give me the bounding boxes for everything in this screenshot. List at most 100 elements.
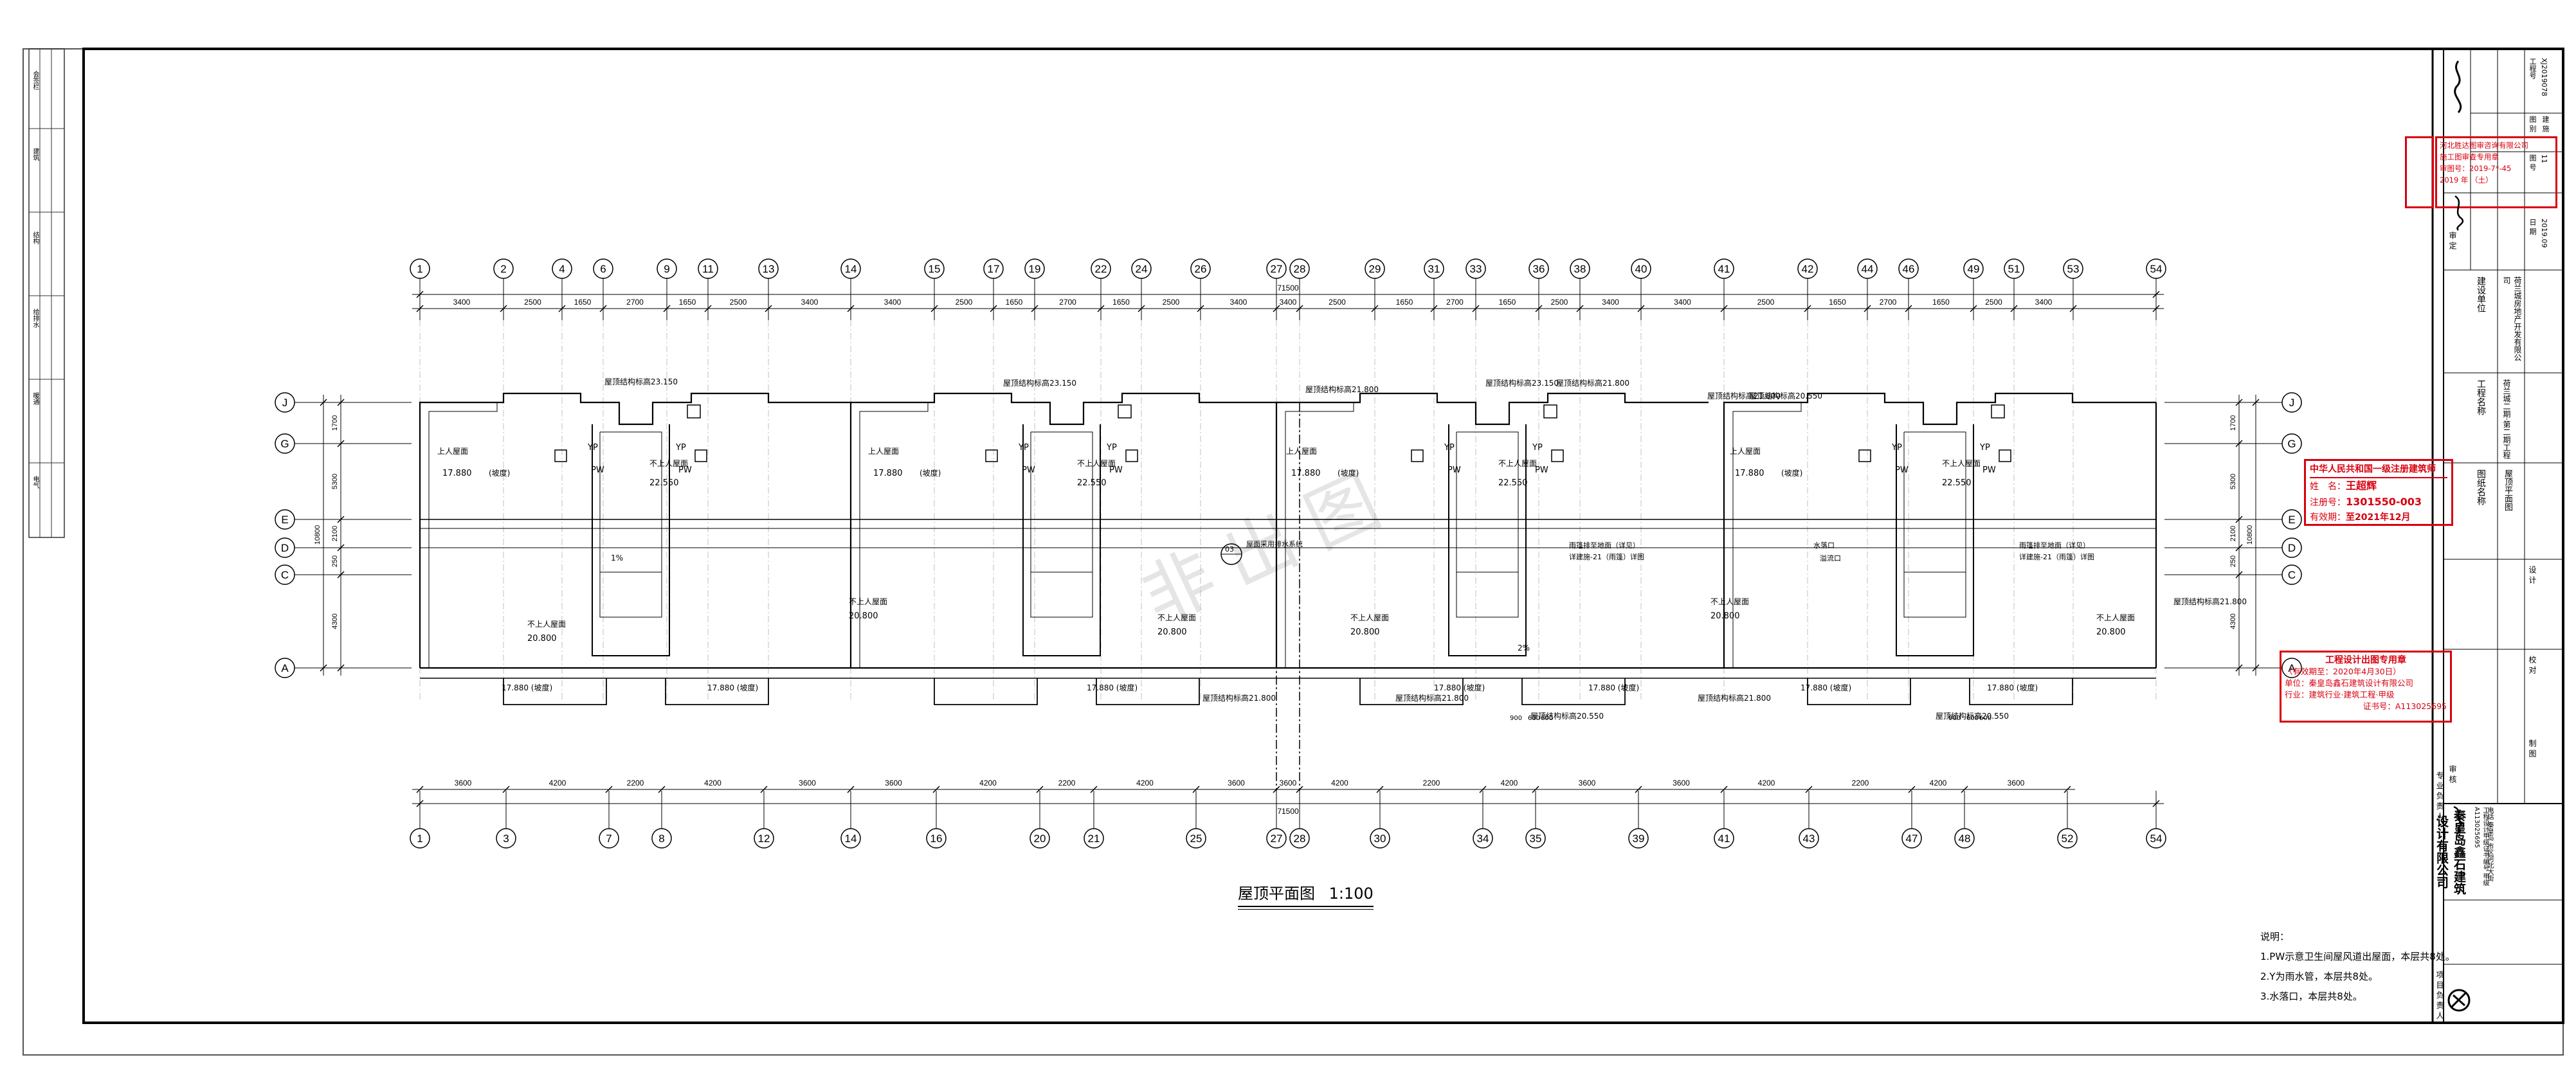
axis-label: 29 [1369, 263, 1381, 275]
bottom-dim-text: 3600 [1673, 779, 1690, 788]
tb-sign-shending: 审 定 [2448, 231, 2457, 249]
balcony-outline [1969, 678, 2073, 705]
label-yp: YP [1891, 443, 1902, 453]
label-balcony-elev: 17.880 (坡度) [1588, 683, 1639, 692]
bottom-dim-tick [1908, 786, 1916, 793]
label-upper-roof: 上人屋面 [1286, 447, 1317, 456]
vent-shaft [694, 449, 707, 462]
bottom-dim-text: 2200 [1852, 779, 1869, 788]
top-dim-text: 1650 [1006, 298, 1023, 307]
roof-parapet-inner [428, 402, 498, 668]
label-pw: PW [678, 465, 692, 475]
bottom-dim-tick [1720, 786, 1728, 793]
label-structure-23150: 屋顶结构标高23.150 [1003, 378, 1076, 388]
axis-label: 24 [1136, 263, 1148, 275]
stair-core-inner [1456, 431, 1519, 618]
label-slope: (坡度) [1781, 468, 1802, 478]
balcony-outline [1521, 678, 1626, 705]
tb-val-date: 2019.09 [2540, 219, 2548, 248]
axis-label: 13 [763, 263, 775, 275]
drain-shaft [1991, 404, 2005, 419]
axis-label: 1 [417, 833, 422, 845]
right-total-text: 10800 [2246, 525, 2254, 545]
label-pw: PW [591, 465, 604, 475]
axis-label: 15 [929, 263, 941, 275]
top-dim-text: 2700 [1446, 298, 1464, 307]
top-dim-tick [500, 305, 507, 312]
build-unit-label: 建设单位 [2476, 276, 2486, 312]
stair-core-outline [1022, 424, 1101, 656]
tb-col-date: 日 期 [2528, 219, 2537, 235]
label-detail-note: 详建施-21（雨篷）详图 [1569, 552, 1644, 561]
axis-label: 21 [1088, 833, 1100, 845]
label-non-upper: 不上人屋面 [1350, 613, 1389, 622]
note-item-2: 2.Y为雨水管，本层共8处。 [2260, 971, 2379, 982]
axis-label: 7 [606, 833, 612, 845]
row-label-right: E [2288, 514, 2295, 526]
label-elev-20800: 20.800 [1710, 611, 1740, 621]
right-dim-tick [2235, 399, 2243, 406]
signature-mark-2 [2454, 195, 2464, 231]
stair-core-outline [1896, 424, 1974, 656]
balcony-outline [1359, 678, 1464, 705]
company-name: 秦皇岛鑫石建筑设计有限公司 [2435, 809, 2466, 895]
label-yp: YP [1979, 443, 1990, 453]
left-dim-tick [337, 664, 345, 672]
right-dim-tick [2235, 516, 2243, 523]
top-dim-tick [1576, 305, 1584, 312]
row-label-right: C [2288, 569, 2296, 581]
tb-sign-design: 设 计 [2528, 566, 2537, 584]
bottom-dim-tick [502, 786, 510, 793]
bottom-dim-text: 4200 [704, 779, 721, 788]
small-dim-text: 600 [1979, 715, 1991, 722]
axis-label: 35 [1530, 833, 1542, 845]
axis-label: 14 [845, 833, 857, 845]
axis-label: 33 [1470, 263, 1482, 275]
label-elev-20800: 20.800 [1157, 627, 1187, 637]
row-label-left: E [281, 514, 288, 526]
label-non-upper: 不上人屋面 [1942, 459, 1981, 468]
axis-label: 43 [1803, 833, 1815, 845]
left-dim-tick [337, 516, 345, 523]
label-yp: YP [1532, 443, 1543, 453]
bottom-dim-tick [1036, 786, 1044, 793]
roof-parapet-inner [859, 402, 929, 668]
tb-sign-project-lead: 项 目 负 责 人 [2435, 971, 2444, 1020]
label-elev-22550: 22.550 [1942, 478, 1972, 488]
top-dim-text: 1650 [1499, 298, 1516, 307]
bottom-total-dim-tick [2152, 800, 2160, 807]
label-balcony-elev: 17.880 (坡度) [707, 683, 758, 692]
top-dim-text: 3400 [2035, 298, 2053, 307]
margin-sign-column [28, 48, 65, 538]
top-total-text: 71500 [1277, 284, 1299, 292]
top-dim-text: 1650 [1829, 298, 1846, 307]
left-dim-tick [337, 571, 345, 579]
label-yp: YP [675, 443, 686, 453]
building-outline [419, 392, 2157, 791]
label-non-upper: 不上人屋面 [1077, 459, 1116, 468]
left-dim-text: 2100 [331, 526, 339, 541]
axis-label: 51 [2008, 263, 2020, 275]
note-item-3: 3.水落口，本层共8处。 [2260, 991, 2363, 1002]
top-dim-tick [1905, 305, 1912, 312]
axis-label: 54 [2150, 263, 2163, 275]
signature-mark-1 [2454, 60, 2462, 113]
tb-sign-check: 校 对 [2528, 656, 2537, 674]
axis-label: 27 [1271, 833, 1283, 845]
bottom-dim-tick [1273, 786, 1280, 793]
bottom-dim-text: 3600 [1280, 779, 1297, 788]
top-dim-tick [599, 305, 607, 312]
company-addr: 电话 秦皇岛 市区河北大街 [2486, 807, 2493, 882]
row-label-right: A [2288, 662, 2296, 674]
label-structure-21800: 屋顶结构标高21.800 [1395, 693, 1469, 703]
label-structure-20550: 屋顶结构标高20.550 [1936, 711, 2009, 721]
top-dim-tick [1535, 305, 1543, 312]
right-dim-tick [2235, 571, 2243, 579]
bottom-dim-tick [1296, 786, 1303, 793]
right-dim-text: 4300 [2229, 613, 2237, 629]
stair-core-inner [1030, 431, 1093, 618]
label-balcony-elev: 17.880 (坡度) [1087, 683, 1138, 692]
top-dim-tick [1197, 305, 1204, 312]
